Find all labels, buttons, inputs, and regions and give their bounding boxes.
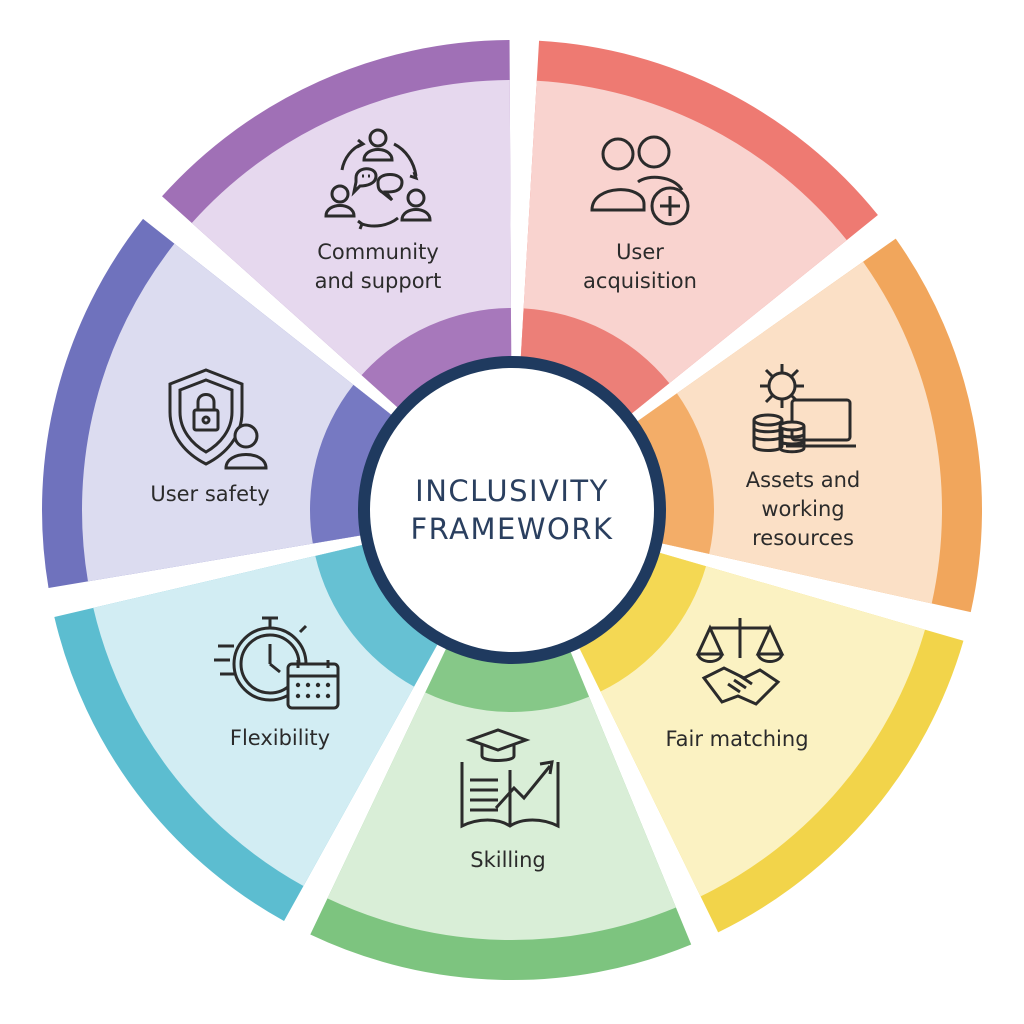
center-title-line-1: INCLUSIVITY — [415, 474, 609, 508]
segment-label-fair-matching: Fair matching — [665, 727, 809, 751]
segment-inner-band-user-acquisition — [520, 308, 670, 416]
segment-inner-band-user-safety — [310, 384, 395, 544]
scales-handshake-icon — [690, 612, 790, 712]
stopwatch-calendar-icon — [214, 610, 344, 710]
user-add-icon — [586, 132, 696, 228]
shield-lock-user-icon — [166, 368, 270, 472]
segment-inner-band-assets — [634, 393, 715, 554]
segment-label-flexibility: Flexibility — [229, 726, 331, 750]
segment-inner-band-community — [361, 308, 512, 410]
center-title: INCLUSIVITY FRAMEWORK — [362, 450, 662, 570]
segment-inner-band-fair-matching — [577, 551, 707, 692]
book-graduation-icon — [458, 728, 568, 830]
segment-inner-band-flexibility — [315, 544, 440, 687]
segment-label-user-safety: User safety — [150, 482, 270, 506]
center-title-line-2: FRAMEWORK — [410, 512, 614, 546]
segment-label-skilling: Skilling — [470, 848, 546, 872]
center-circle — [358, 356, 666, 664]
assets-resources-icon — [748, 360, 858, 460]
segment-skilling — [327, 645, 676, 940]
community-chat-icon — [322, 126, 434, 230]
segment-inner-band-skilling — [425, 645, 590, 712]
